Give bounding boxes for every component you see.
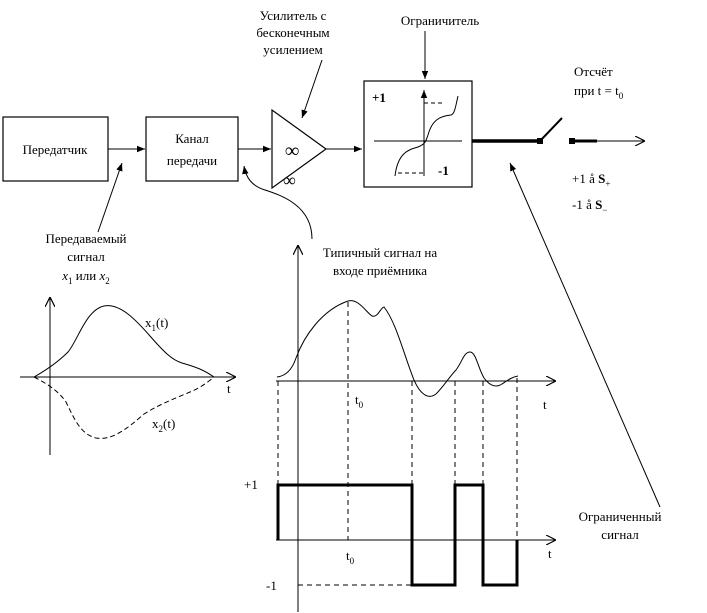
curve-x1-label: x1(t)	[145, 315, 168, 333]
limited-label-line2: сигнал	[601, 527, 639, 542]
amplifier-label-line3: усилением	[263, 42, 322, 57]
transmitted-t-label: t	[227, 381, 231, 396]
switch-contact-right	[569, 138, 575, 144]
curve-x1	[33, 305, 215, 378]
received-label-line1: Типичный сигнал на	[323, 245, 438, 260]
amplifier-infinity-outer: ∞	[283, 170, 296, 190]
decision-plus: +1 å S+	[572, 171, 610, 189]
arrow-transmitted-signal	[97, 162, 123, 233]
channel-label-line2: передачи	[167, 153, 217, 168]
received-t-label: t	[543, 397, 547, 412]
sampling-label-line1: Отсчёт	[574, 64, 613, 79]
switch-blade	[539, 117, 563, 142]
curve-x2-label: x2(t)	[152, 416, 175, 434]
limited-waveform	[276, 483, 519, 587]
received-t0-label: t0	[355, 392, 364, 410]
transmitter-label: Передатчик	[23, 142, 88, 157]
arrow-received-signal	[242, 165, 313, 240]
limiter-minus-one: -1	[438, 163, 449, 178]
limited-minus-one: -1	[266, 578, 277, 593]
transmitted-label-line1: Передаваемый	[45, 231, 126, 246]
curve-x2	[33, 376, 215, 439]
limited-plus-one: +1	[244, 477, 258, 492]
limited-t-label: t	[548, 546, 552, 561]
sampling-label-line2: при t = t0	[574, 83, 624, 101]
amplifier-triangle	[271, 108, 328, 190]
arrow-amplifier-label	[301, 59, 323, 119]
limited-t0-label: t0	[346, 548, 355, 566]
decision-minus: -1 å S−	[572, 197, 607, 215]
channel-label-line1: Канал	[175, 131, 209, 146]
amplifier-label-line1: Усилитель с	[260, 8, 327, 23]
limited-label-line1: Ограниченный	[579, 509, 662, 524]
arrow-limited-signal	[509, 162, 661, 508]
limiter-plus-one: +1	[372, 90, 386, 105]
amplifier-infinity-inner: ∞	[285, 140, 299, 162]
limiter-block	[363, 80, 473, 188]
transmitted-label-line3: x1 или x2	[61, 268, 109, 286]
channel-block	[145, 116, 239, 182]
amplifier-label-line2: бесконечным	[256, 25, 329, 40]
transmitted-label-line2: сигнал	[67, 249, 105, 264]
limiter-characteristic	[394, 95, 459, 177]
limiter-label: Ограничитель	[401, 13, 479, 28]
received-waveform	[276, 300, 519, 397]
received-label-line2: входе приёмника	[333, 263, 427, 278]
